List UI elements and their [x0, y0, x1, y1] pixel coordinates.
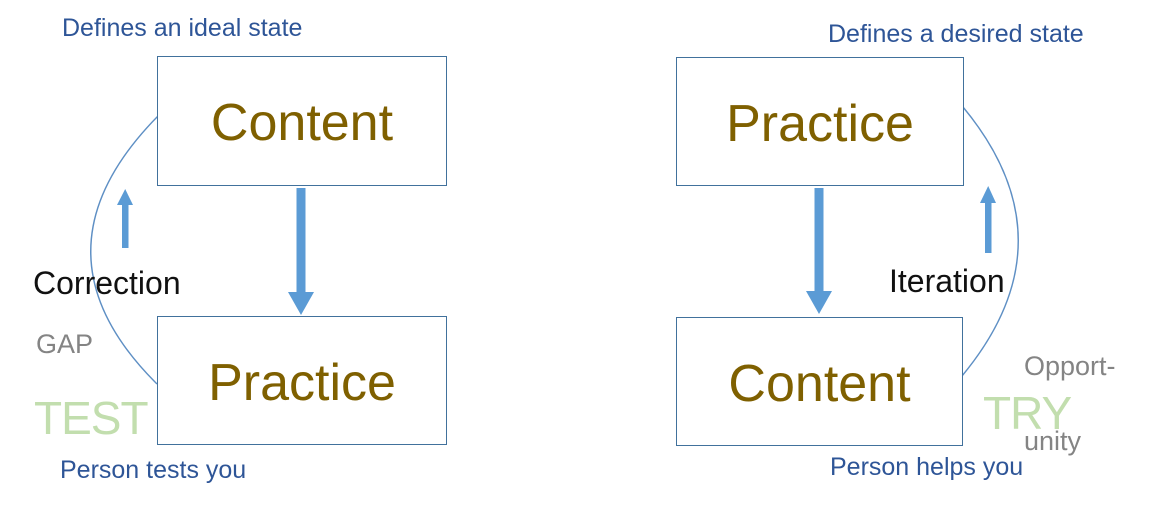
test-label: TEST [34, 392, 149, 444]
left-feedback-curve [90, 115, 159, 385]
gap-label: GAP [36, 329, 94, 359]
right-practice-box: Practice [676, 57, 964, 186]
right-down-arrow [806, 188, 832, 314]
try-label: TRY [983, 387, 1072, 439]
right-top-caption: Defines a desired state [828, 20, 1084, 48]
right-up-arrow [980, 186, 996, 253]
opportunity-line2: unity [1024, 426, 1082, 457]
right-content-box-label: Content [728, 354, 911, 413]
left-practice-box-label: Practice [208, 353, 396, 412]
opportunity-line1: Opport- [1024, 350, 1116, 381]
left-content-box: Content [157, 56, 447, 186]
right-practice-box-label: Practice [726, 94, 914, 153]
left-top-caption: Defines an ideal state [62, 14, 303, 42]
left-practice-box: Practice [157, 316, 447, 445]
right-feedback-curve [961, 106, 1019, 377]
correction-label: Correction [33, 265, 181, 301]
opportunity-label: Opport- unity [1024, 310, 1116, 461]
left-up-arrow [117, 189, 133, 248]
right-content-box: Content [676, 317, 963, 446]
iteration-label: Iteration [889, 263, 1005, 299]
left-bottom-caption: Person tests you [60, 456, 247, 484]
right-bottom-caption: Person helps you [830, 453, 1024, 481]
left-content-box-label: Content [210, 94, 394, 152]
left-down-arrow [288, 188, 314, 315]
